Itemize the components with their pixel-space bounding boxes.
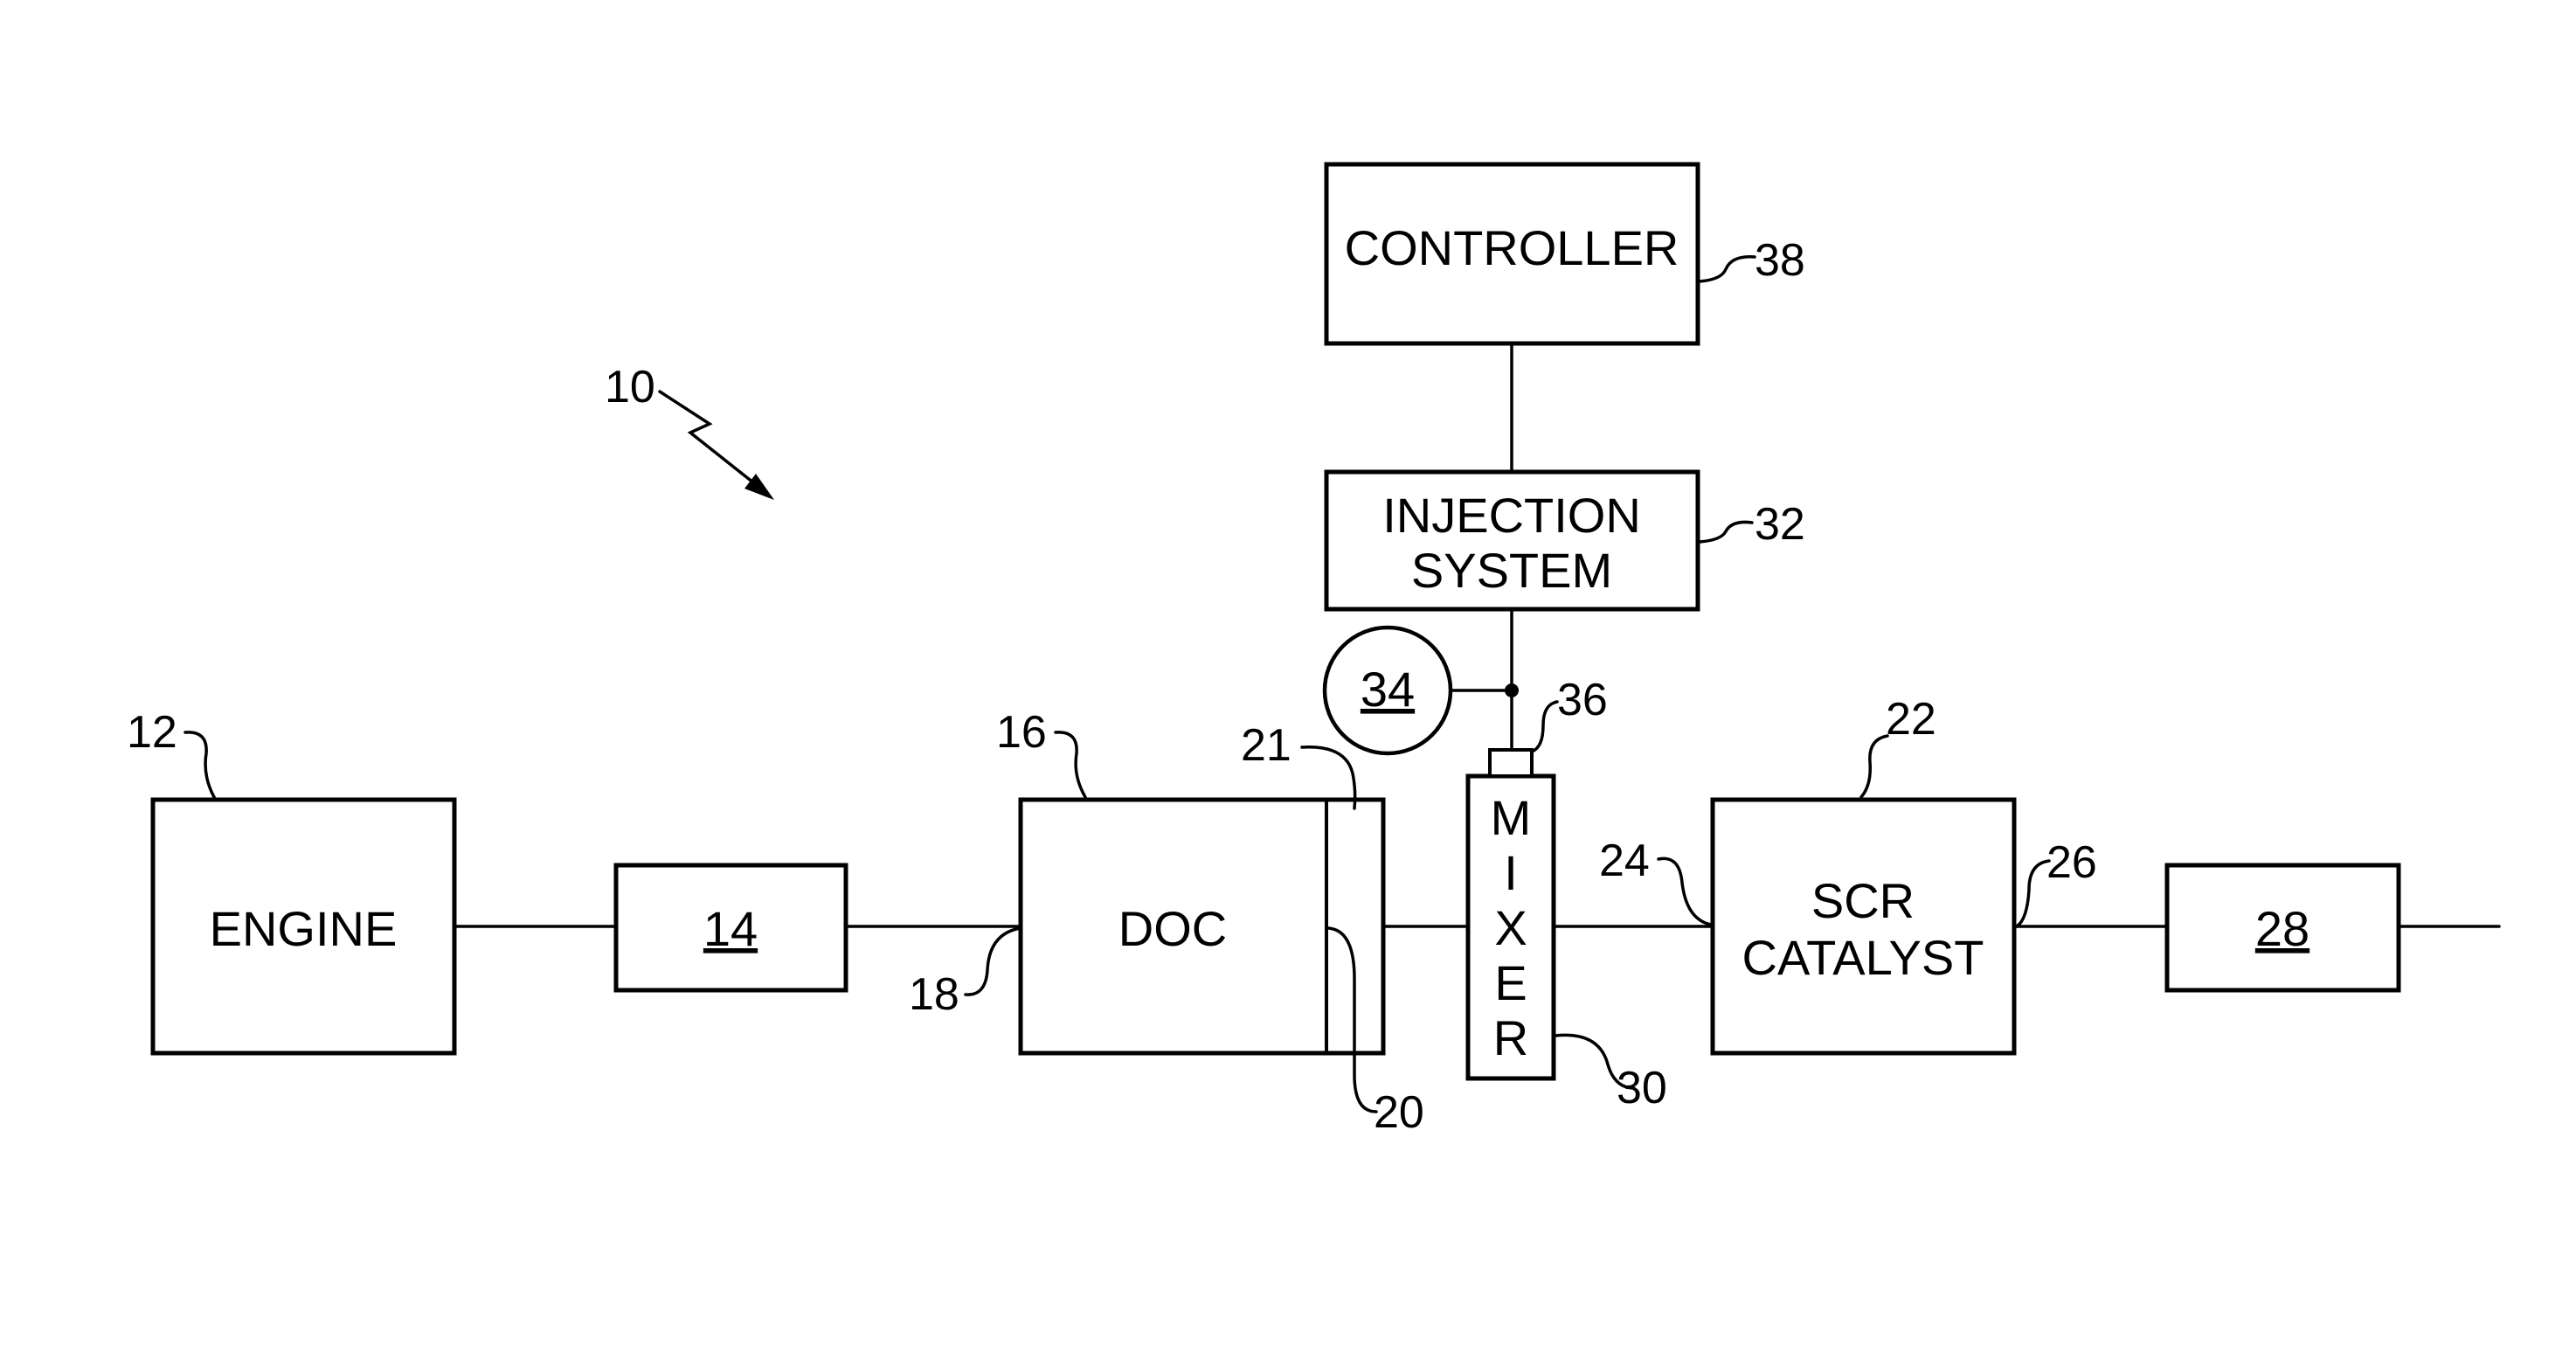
leader-12 [185, 732, 214, 797]
mixer-block: M I X E R [1468, 750, 1554, 1078]
ref-24: 24 [1599, 836, 1650, 886]
component-34-circle: 34 [1325, 628, 1451, 753]
leader-18 [966, 928, 1021, 995]
engine-block: ENGINE [153, 800, 454, 1053]
controller-label: CONTROLLER [1345, 220, 1679, 275]
scr-label-line2: CATALYST [1742, 930, 1984, 985]
injector-nozzle [1490, 750, 1532, 776]
component-28-label: 28 [2255, 901, 2309, 956]
leader-26 [2017, 861, 2049, 926]
leader-36 [1532, 702, 1557, 752]
leader-10 [660, 392, 762, 489]
ref-22: 22 [1886, 694, 1936, 745]
component-28-block: 28 [2167, 865, 2399, 990]
scr-catalyst-block: SCR CATALYST [1713, 800, 2014, 1053]
mixer-letter-e: E [1494, 955, 1527, 1010]
leader-32 [1700, 522, 1752, 542]
junction-dot [1505, 683, 1519, 697]
leader-38 [1700, 257, 1755, 281]
leader-16 [1056, 732, 1085, 797]
ref-10: 10 [605, 362, 655, 413]
engine-label: ENGINE [210, 901, 398, 956]
ref-18: 18 [909, 969, 959, 1020]
leader-24 [1658, 858, 1711, 925]
mixer-letter-i: I [1504, 845, 1518, 900]
ref-30: 30 [1617, 1063, 1667, 1113]
injection-label-line1: INJECTION [1382, 488, 1641, 543]
ref-12: 12 [127, 707, 177, 758]
component-34-label: 34 [1361, 662, 1415, 717]
ref-38: 38 [1755, 235, 1805, 286]
component-14-block: 14 [616, 865, 846, 990]
ref-36: 36 [1557, 675, 1608, 725]
ref-21: 21 [1241, 720, 1291, 771]
controller-block: CONTROLLER [1326, 164, 1698, 343]
mixer-letter-r: R [1493, 1010, 1528, 1065]
leader-22 [1861, 736, 1887, 797]
mixer-letter-m: M [1491, 790, 1532, 845]
ref-26: 26 [2046, 837, 2097, 888]
component-14-label: 14 [703, 901, 758, 956]
mixer-letter-x: X [1494, 900, 1527, 955]
doc-block: DOC [1021, 800, 1383, 1053]
ref-16: 16 [996, 707, 1047, 758]
ref-20: 20 [1374, 1087, 1424, 1138]
injection-system-block: INJECTION SYSTEM [1326, 472, 1698, 609]
doc-label: DOC [1118, 901, 1227, 956]
scr-label-line1: SCR [1811, 873, 1915, 928]
ref-32: 32 [1755, 499, 1805, 550]
injection-label-line2: SYSTEM [1411, 543, 1612, 598]
